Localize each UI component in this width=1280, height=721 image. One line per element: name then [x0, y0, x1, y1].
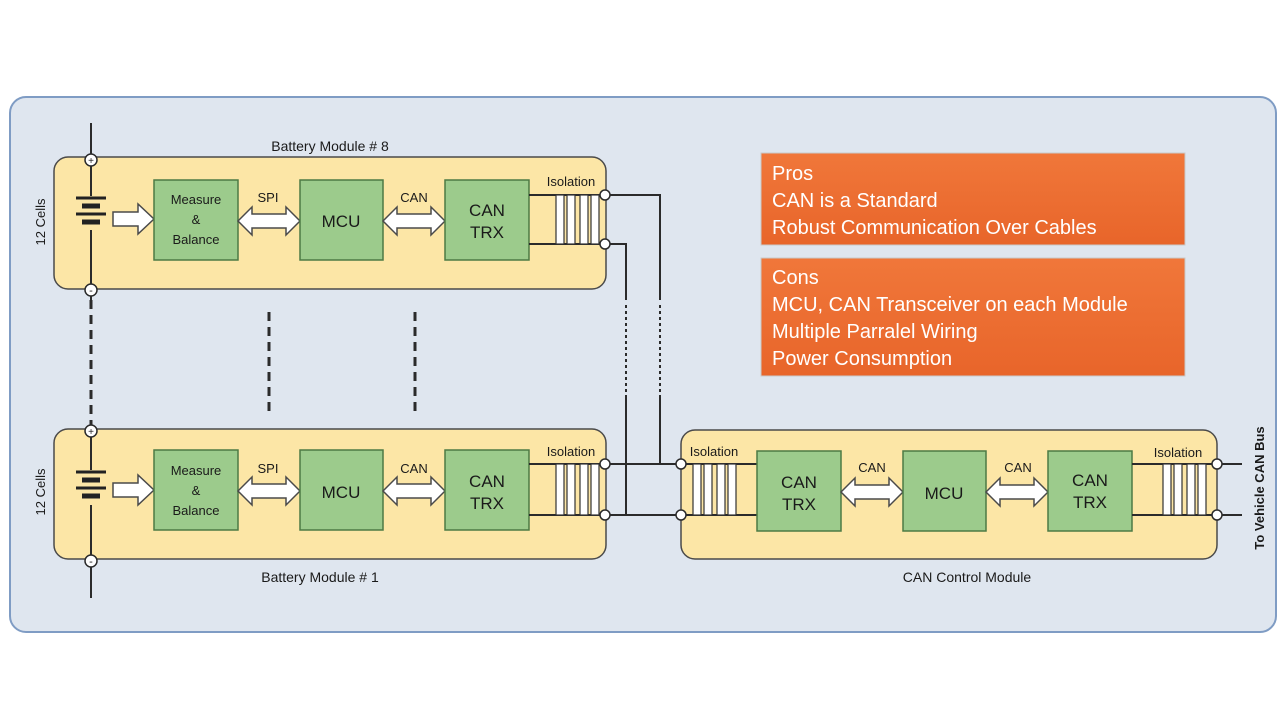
can-right-label: CAN: [1004, 460, 1031, 475]
can-l-input-terminal-icon: [675, 509, 687, 521]
can-trx-left-label-trx: TRX: [782, 495, 816, 514]
can-left-label: CAN: [858, 460, 885, 475]
can-trx-label-trx: TRX: [470, 223, 504, 242]
spi-label: SPI: [258, 461, 279, 476]
can-control-module-title: CAN Control Module: [903, 569, 1032, 585]
isolation-transformer-icon: [529, 194, 605, 245]
can-trx-right-label-trx: TRX: [1073, 493, 1107, 512]
can-h-terminal-icon: [599, 189, 611, 201]
can-h-terminal-icon: [599, 458, 611, 470]
battery-cell-icon: [76, 470, 106, 499]
ampersand-label: &: [192, 212, 201, 227]
balance-label: Balance: [173, 503, 220, 518]
battery-module-1: Battery Module # 1 + - 12 Cells Measure …: [33, 424, 611, 598]
measure-balance-block: [153, 179, 239, 261]
isolation-label: Isolation: [547, 444, 595, 459]
isolation-right-label: Isolation: [1154, 445, 1202, 460]
spi-label: SPI: [258, 190, 279, 205]
plus-terminal-icon: [84, 153, 98, 167]
can-trx-left-label-can: CAN: [781, 473, 817, 492]
minus-terminal-icon: [84, 283, 98, 297]
can-trx-label-can: CAN: [469, 472, 505, 491]
can-trx-right-block: [1047, 450, 1133, 532]
vehicle-can-l-terminal-icon: [1211, 509, 1223, 521]
cell-to-measure-arrow-icon: [112, 473, 156, 507]
can-l-terminal-icon: [599, 238, 611, 250]
plus-sign: +: [88, 156, 94, 167]
mcu-block: [299, 449, 384, 531]
can-trx-block: [444, 179, 530, 261]
mcu-label: MCU: [322, 483, 361, 502]
cons-box: Cons MCU, CAN Transceiver on each Module…: [760, 257, 1186, 377]
can-l-terminal-icon: [599, 509, 611, 521]
pros-box-bg: [760, 152, 1186, 246]
battery-module-1-title: Battery Module # 1: [261, 569, 379, 585]
mcu-label: MCU: [322, 212, 361, 231]
vehicle-can-bus-label: To Vehicle CAN Bus: [1252, 426, 1267, 549]
minus-terminal-icon: [84, 554, 98, 568]
battery-cell-icon: [76, 196, 106, 225]
mcu-control-block: [902, 450, 987, 532]
pros-item: Robust Communication Over Cables: [772, 217, 1097, 239]
mcu-control-label: MCU: [925, 484, 964, 503]
cons-heading: Cons: [772, 267, 819, 289]
can-trx-label-trx: TRX: [470, 494, 504, 513]
isolation-transformer-icon: [686, 463, 757, 516]
pros-heading: Pros: [772, 163, 813, 185]
isolation-left-label: Isolation: [690, 444, 738, 459]
cells-label: 12 Cells: [33, 468, 48, 515]
can-l-wire-top: [610, 243, 627, 300]
vehicle-can-h-terminal-icon: [1211, 458, 1223, 470]
cons-item: Multiple Parralel Wiring: [772, 321, 978, 343]
pros-box: Pros CAN is a Standard Robust Communicat…: [760, 152, 1186, 246]
mcu-block: [299, 179, 384, 261]
plus-terminal-icon: [84, 424, 98, 438]
balance-label: Balance: [173, 232, 220, 247]
can-h-input-terminal-icon: [675, 458, 687, 470]
can-trx-block: [444, 449, 530, 531]
measure-label: Measure: [171, 463, 222, 478]
cons-box-bg: [760, 257, 1186, 377]
can-h-wire-top: [610, 194, 661, 300]
minus-sign: -: [89, 285, 93, 297]
isolation-transformer-icon: [529, 463, 605, 516]
pros-item: CAN is a Standard: [772, 190, 938, 212]
can-label: CAN: [400, 190, 427, 205]
cons-item: Power Consumption: [772, 348, 952, 370]
minus-sign: -: [89, 556, 93, 568]
can-label: CAN: [400, 461, 427, 476]
cons-item: MCU, CAN Transceiver on each Module: [772, 294, 1128, 316]
can-control-module: CAN Control Module Isolation CAN TRX CAN…: [675, 429, 1223, 585]
isolation-label: Isolation: [547, 174, 595, 189]
measure-label: Measure: [171, 192, 222, 207]
can-trx-left-block: [756, 450, 842, 532]
plus-sign: +: [88, 427, 94, 438]
can-trx-right-label-can: CAN: [1072, 471, 1108, 490]
cells-label: 12 Cells: [33, 198, 48, 245]
battery-module-8: Battery Module # 8 + - 12 Cells Measure …: [33, 123, 611, 300]
can-trx-label-can: CAN: [469, 201, 505, 220]
cell-to-measure-arrow-icon: [112, 202, 156, 236]
battery-module-8-title: Battery Module # 8: [271, 138, 389, 154]
ampersand-label: &: [192, 483, 201, 498]
isolation-transformer-icon: [1132, 463, 1217, 516]
